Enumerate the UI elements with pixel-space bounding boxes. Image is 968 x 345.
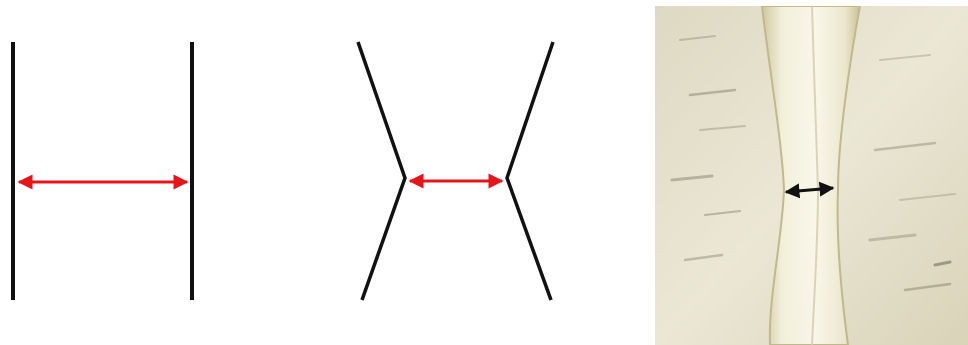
neck-width-arrow-black: [784, 181, 835, 199]
panel-straight-walls: [11, 42, 194, 300]
panel-necked-walls: [356, 41, 555, 301]
left-necked-wall: [356, 41, 407, 301]
photo-texture: [670, 35, 956, 292]
panel-micrograph-photo: [655, 6, 968, 345]
necked-strand: [760, 6, 862, 345]
right-necked-wall: [505, 41, 555, 301]
